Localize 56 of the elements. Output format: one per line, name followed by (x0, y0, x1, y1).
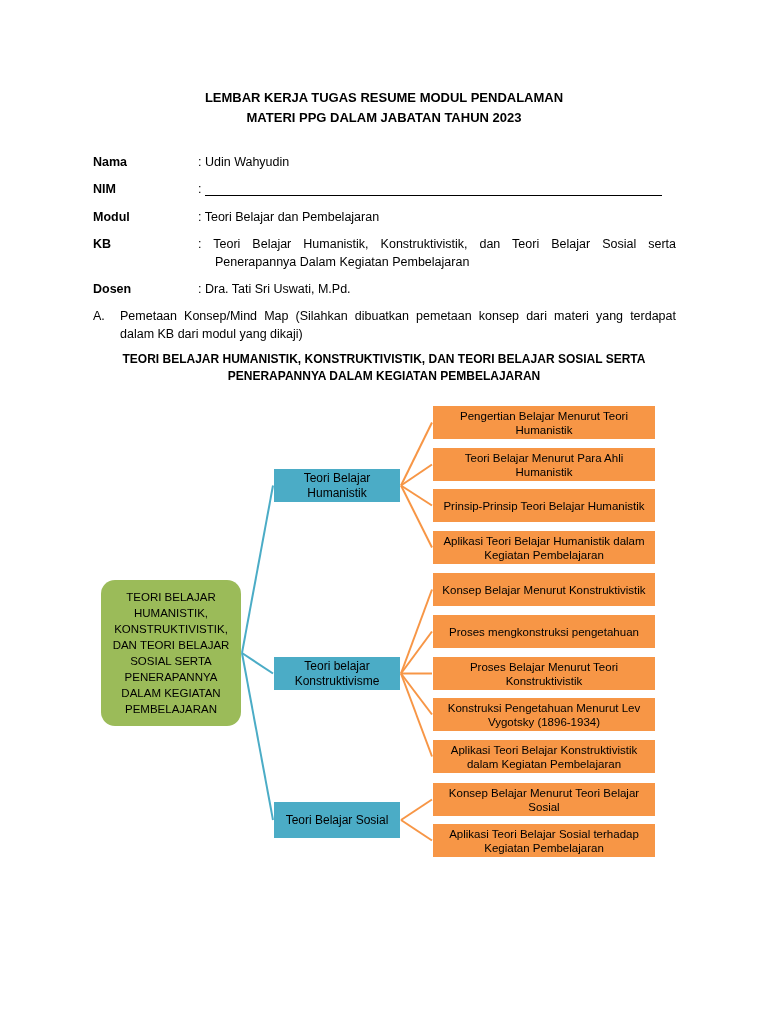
field-label: KB (93, 236, 112, 253)
mind-map-root-box (101, 580, 241, 726)
subtopic-box (433, 615, 655, 648)
subtopic-box (433, 698, 655, 731)
connector-line (241, 652, 274, 821)
node-text: Teori Belajar Sosial (285, 812, 389, 828)
field-label: Nama (93, 154, 128, 171)
node-text: Proses mengkonstruksi pengetahuan (449, 624, 639, 639)
node-text: Proses Belajar Menurut Teori Konstruktivistik (468, 659, 620, 688)
node-text: Pengertian Belajar Menurut Teori Humanistik (459, 408, 629, 437)
list-marker: A. (93, 308, 105, 325)
field-label: Dosen (93, 281, 132, 298)
subtopic-box (433, 573, 655, 606)
connector-line (400, 798, 433, 821)
field-value: : Teori Belajar Humanistik, Konstruktivistik, dan Teori Belajar Sosial serta Penerapannya Dalam Kegiatan Pembelajaran (198, 236, 676, 271)
field-value: : Udin Wahyudin (198, 154, 290, 171)
connector-line (400, 421, 433, 487)
subtopic-box (433, 531, 655, 564)
node-text: Teori Belajar Humanistik (302, 470, 372, 501)
node-text: Aplikasi Teori Belajar Humanistik dalam Kegiatan Pembelajaran (442, 533, 646, 562)
node-text: Prinsip-Prinsip Teori Belajar Humanistik (443, 498, 645, 513)
node-text: Konstruksi Pengetahuan Menurut Lev Vygotsky (1896-1934) (446, 700, 642, 729)
connector-line (400, 672, 433, 716)
subtopic-box (433, 489, 655, 522)
node-text: Teori belajar Konstruktivisme (293, 658, 381, 689)
connector-line (400, 484, 433, 549)
connector-line (241, 652, 274, 675)
connector-line (400, 484, 433, 507)
node-text: TEORI BELAJAR HUMANISTIK, KONSTRUKTIVISTIK, DAN TEORI BELAJAR SOSIAL SERTA PENERAPANNYA DALAM KEGIATAN PEMBELAJARAN (111, 590, 231, 717)
connector-line (400, 630, 433, 675)
field-label: NIM (93, 181, 116, 198)
instruction-text: Pemetaan Konsep/Mind Map (Silahkan dibuatkan pemetaan konsep dari materi yang terdapat dalam KB dari modul yang dikaji) (120, 308, 676, 343)
subtopic-box (433, 824, 655, 857)
connector-line (400, 672, 433, 675)
topic-box (274, 657, 400, 690)
document-title: LEMBAR KERJA TUGAS RESUME MODUL PENDALAMAN MATERI PPG DALAM JABATAN TAHUN 2023 (203, 89, 565, 127)
field-label: Modul (93, 209, 130, 226)
subtopic-box (433, 657, 655, 690)
node-text: Konsep Belajar Menurut Teori Belajar Sosial (447, 785, 641, 814)
node-text: Teori Belajar Menurut Para Ahli Humanistik (463, 450, 625, 479)
field-value: : Teori Belajar dan Pembelajaran (198, 209, 380, 226)
connector-line (241, 484, 274, 654)
field-value: : Dra. Tati Sri Uswati, M.Pd. (198, 281, 351, 298)
mind-map-heading: TEORI BELAJAR HUMANISTIK, KONSTRUKTIVISTIK, DAN TEORI BELAJAR SOSIAL SERTA PENERAPANNYA DALAM KEGIATAN PEMBELAJARAN (121, 351, 647, 385)
connector-line (400, 463, 433, 487)
subtopic-box (433, 783, 655, 816)
subtopic-box (433, 406, 655, 439)
subtopic-box (433, 448, 655, 481)
connector-line (400, 819, 433, 842)
subtopic-box (433, 740, 655, 773)
field-value: : (198, 181, 202, 198)
node-text: Aplikasi Teori Belajar Konstruktivistik dalam Kegiatan Pembelajaran (449, 742, 639, 771)
topic-box (274, 469, 400, 502)
node-text: Aplikasi Teori Belajar Sosial terhadap Kegiatan Pembelajaran (448, 826, 640, 855)
node-text: Konsep Belajar Menurut Konstruktivistik (442, 582, 646, 597)
topic-box (274, 802, 400, 838)
